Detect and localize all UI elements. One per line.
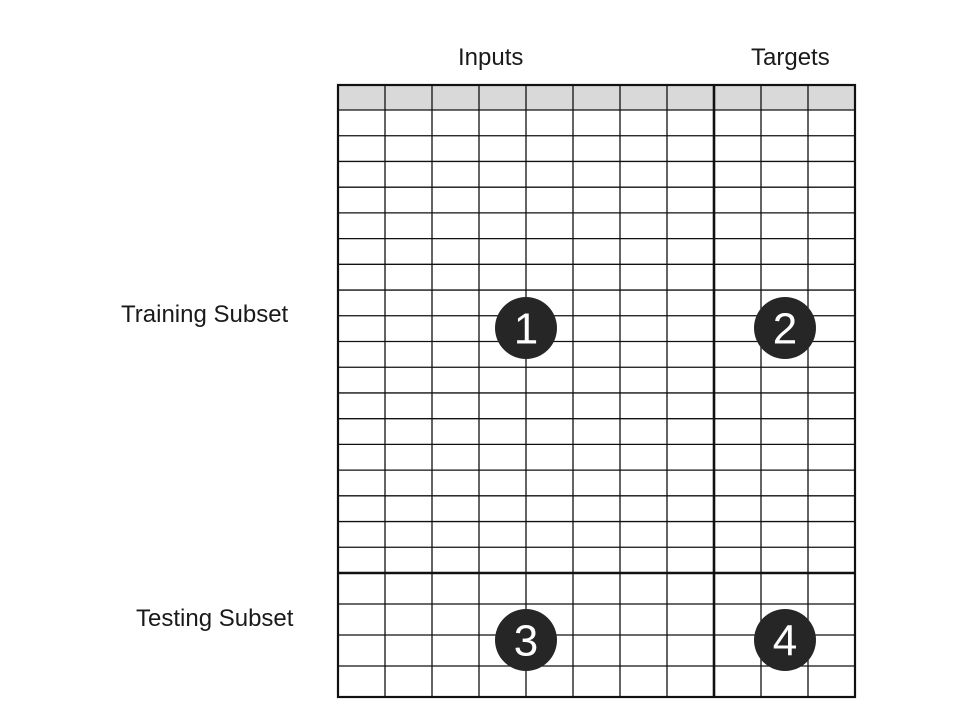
inputs-column-label: Inputs xyxy=(458,44,524,71)
quadrant-number-4: 4 xyxy=(773,617,797,666)
grid-border xyxy=(336,83,857,699)
testing-subset-label: Testing Subset xyxy=(136,605,294,632)
quadrant-badge-2 xyxy=(754,297,816,359)
quadrant-badge-4 xyxy=(754,609,816,671)
training-subset-label: Training Subset xyxy=(121,301,289,328)
quadrant-number-2: 2 xyxy=(773,305,797,354)
quadrant-number-1: 1 xyxy=(514,305,538,354)
quadrant-number-3: 3 xyxy=(514,617,538,666)
quadrant-badge-3 xyxy=(495,609,557,671)
header-row xyxy=(338,85,855,110)
targets-column-label: Targets xyxy=(751,44,830,71)
quadrant-badge-1 xyxy=(495,297,557,359)
